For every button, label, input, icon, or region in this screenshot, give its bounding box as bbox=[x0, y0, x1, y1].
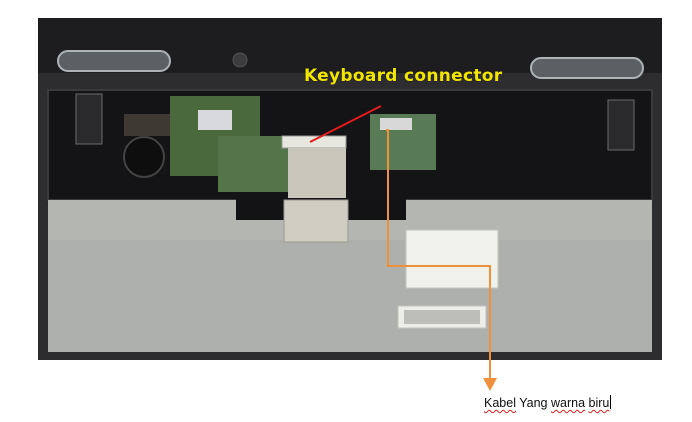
warna-word: warna bbox=[550, 396, 586, 410]
kabel-word: Kabel bbox=[484, 396, 516, 410]
right-bracket bbox=[607, 99, 635, 151]
orange-arrow-tail bbox=[483, 356, 497, 391]
yang-word: Yang bbox=[519, 396, 548, 410]
right-speaker-grille bbox=[530, 57, 644, 79]
ribbon-cable-lower bbox=[283, 199, 349, 243]
keyboard-connector-label: Keyboard connector bbox=[304, 66, 503, 86]
biru-word: biru bbox=[588, 396, 610, 410]
serial-sticker bbox=[397, 305, 487, 329]
red-pointer-line bbox=[309, 105, 382, 143]
orange-callout-line bbox=[386, 129, 491, 360]
keyboard-connector bbox=[281, 135, 347, 149]
board-chip bbox=[198, 110, 232, 130]
blue-cable-connector bbox=[380, 118, 412, 130]
barcode bbox=[404, 310, 480, 324]
left-speaker-grille bbox=[57, 50, 171, 72]
left-bracket bbox=[75, 93, 103, 145]
blue-cable-label: Kabel Yang warna biru bbox=[484, 395, 612, 410]
product-sticker bbox=[405, 229, 499, 289]
power-button bbox=[232, 52, 248, 68]
orange-arrow-head bbox=[483, 378, 497, 391]
text-caret bbox=[610, 395, 612, 409]
cpu-fan bbox=[123, 136, 165, 178]
laptop-photo bbox=[38, 18, 662, 360]
